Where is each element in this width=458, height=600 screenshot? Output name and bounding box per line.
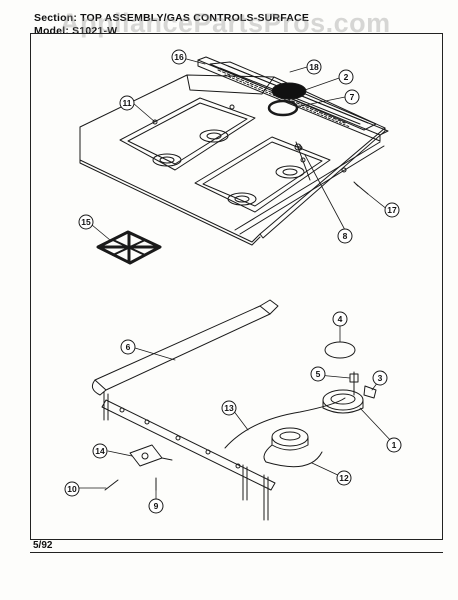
callout-11: 11 bbox=[119, 95, 135, 111]
svg-text:9: 9 bbox=[154, 501, 159, 511]
model-line: Model: S1021-W bbox=[34, 25, 118, 37]
callout-1: 1 bbox=[386, 437, 402, 453]
callout-8: 8 bbox=[337, 228, 353, 244]
callout-5: 5 bbox=[310, 366, 326, 382]
diagram-header: Section: TOP ASSEMBLY/GAS CONTROLS-SURFA… bbox=[34, 12, 309, 38]
svg-text:12: 12 bbox=[339, 473, 349, 483]
svg-text:4: 4 bbox=[338, 314, 343, 324]
surface-burner bbox=[322, 389, 364, 414]
diagram-frame bbox=[30, 33, 443, 540]
callout-4: 4 bbox=[332, 311, 348, 327]
manifold-bar bbox=[91, 299, 279, 396]
callout-7: 7 bbox=[344, 89, 360, 105]
burner-cap bbox=[271, 82, 307, 100]
svg-text:11: 11 bbox=[123, 98, 132, 108]
callout-10: 10 bbox=[64, 481, 80, 497]
callout-3: 3 bbox=[372, 370, 388, 386]
callout-14: 14 bbox=[92, 443, 108, 459]
igniter-electrode bbox=[294, 141, 311, 181]
svg-text:15: 15 bbox=[81, 217, 91, 227]
callout-18: 18 bbox=[306, 59, 322, 75]
svg-text:2: 2 bbox=[344, 72, 349, 82]
svg-text:8: 8 bbox=[343, 231, 348, 241]
electrode-clip bbox=[363, 385, 377, 399]
mounting-screw bbox=[353, 181, 369, 195]
svg-text:7: 7 bbox=[350, 92, 355, 102]
leader-lines bbox=[77, 56, 394, 504]
callout-9: 9 bbox=[148, 498, 164, 514]
valve-screw bbox=[104, 479, 119, 491]
callout-15: 15 bbox=[78, 214, 94, 230]
orifice-cap bbox=[324, 341, 356, 359]
page-number: 5/92 bbox=[33, 540, 53, 551]
callout-13: 13 bbox=[221, 400, 237, 416]
burner-grate bbox=[96, 230, 162, 265]
part-callouts: 16 18 2 7 11 8 17 15 4 6 5 3 13 1 14 12 … bbox=[64, 49, 402, 514]
svg-text:10: 10 bbox=[67, 484, 77, 494]
gas-manifold bbox=[101, 391, 276, 521]
surface-burner-lower bbox=[271, 427, 309, 451]
svg-text:14: 14 bbox=[95, 446, 105, 456]
svg-text:18: 18 bbox=[309, 62, 319, 72]
callout-12: 12 bbox=[336, 470, 352, 486]
svg-text:1: 1 bbox=[392, 440, 397, 450]
callout-17: 17 bbox=[384, 202, 400, 218]
callout-6: 6 bbox=[120, 339, 136, 355]
svg-text:6: 6 bbox=[126, 342, 131, 352]
gasket-ring bbox=[267, 99, 299, 117]
callout-2: 2 bbox=[338, 69, 354, 85]
section-title: Section: TOP ASSEMBLY/GAS CONTROLS-SURFA… bbox=[34, 12, 310, 24]
bottom-rule bbox=[30, 552, 443, 553]
gas-valve bbox=[129, 444, 173, 467]
spark-electrode bbox=[349, 371, 359, 396]
cooktop-panel bbox=[79, 74, 386, 246]
svg-text:3: 3 bbox=[378, 373, 383, 383]
svg-text:5: 5 bbox=[316, 369, 321, 379]
svg-text:17: 17 bbox=[387, 205, 397, 215]
callout-16: 16 bbox=[171, 49, 187, 65]
svg-text:13: 13 bbox=[224, 403, 234, 413]
svg-text:16: 16 bbox=[174, 52, 184, 62]
